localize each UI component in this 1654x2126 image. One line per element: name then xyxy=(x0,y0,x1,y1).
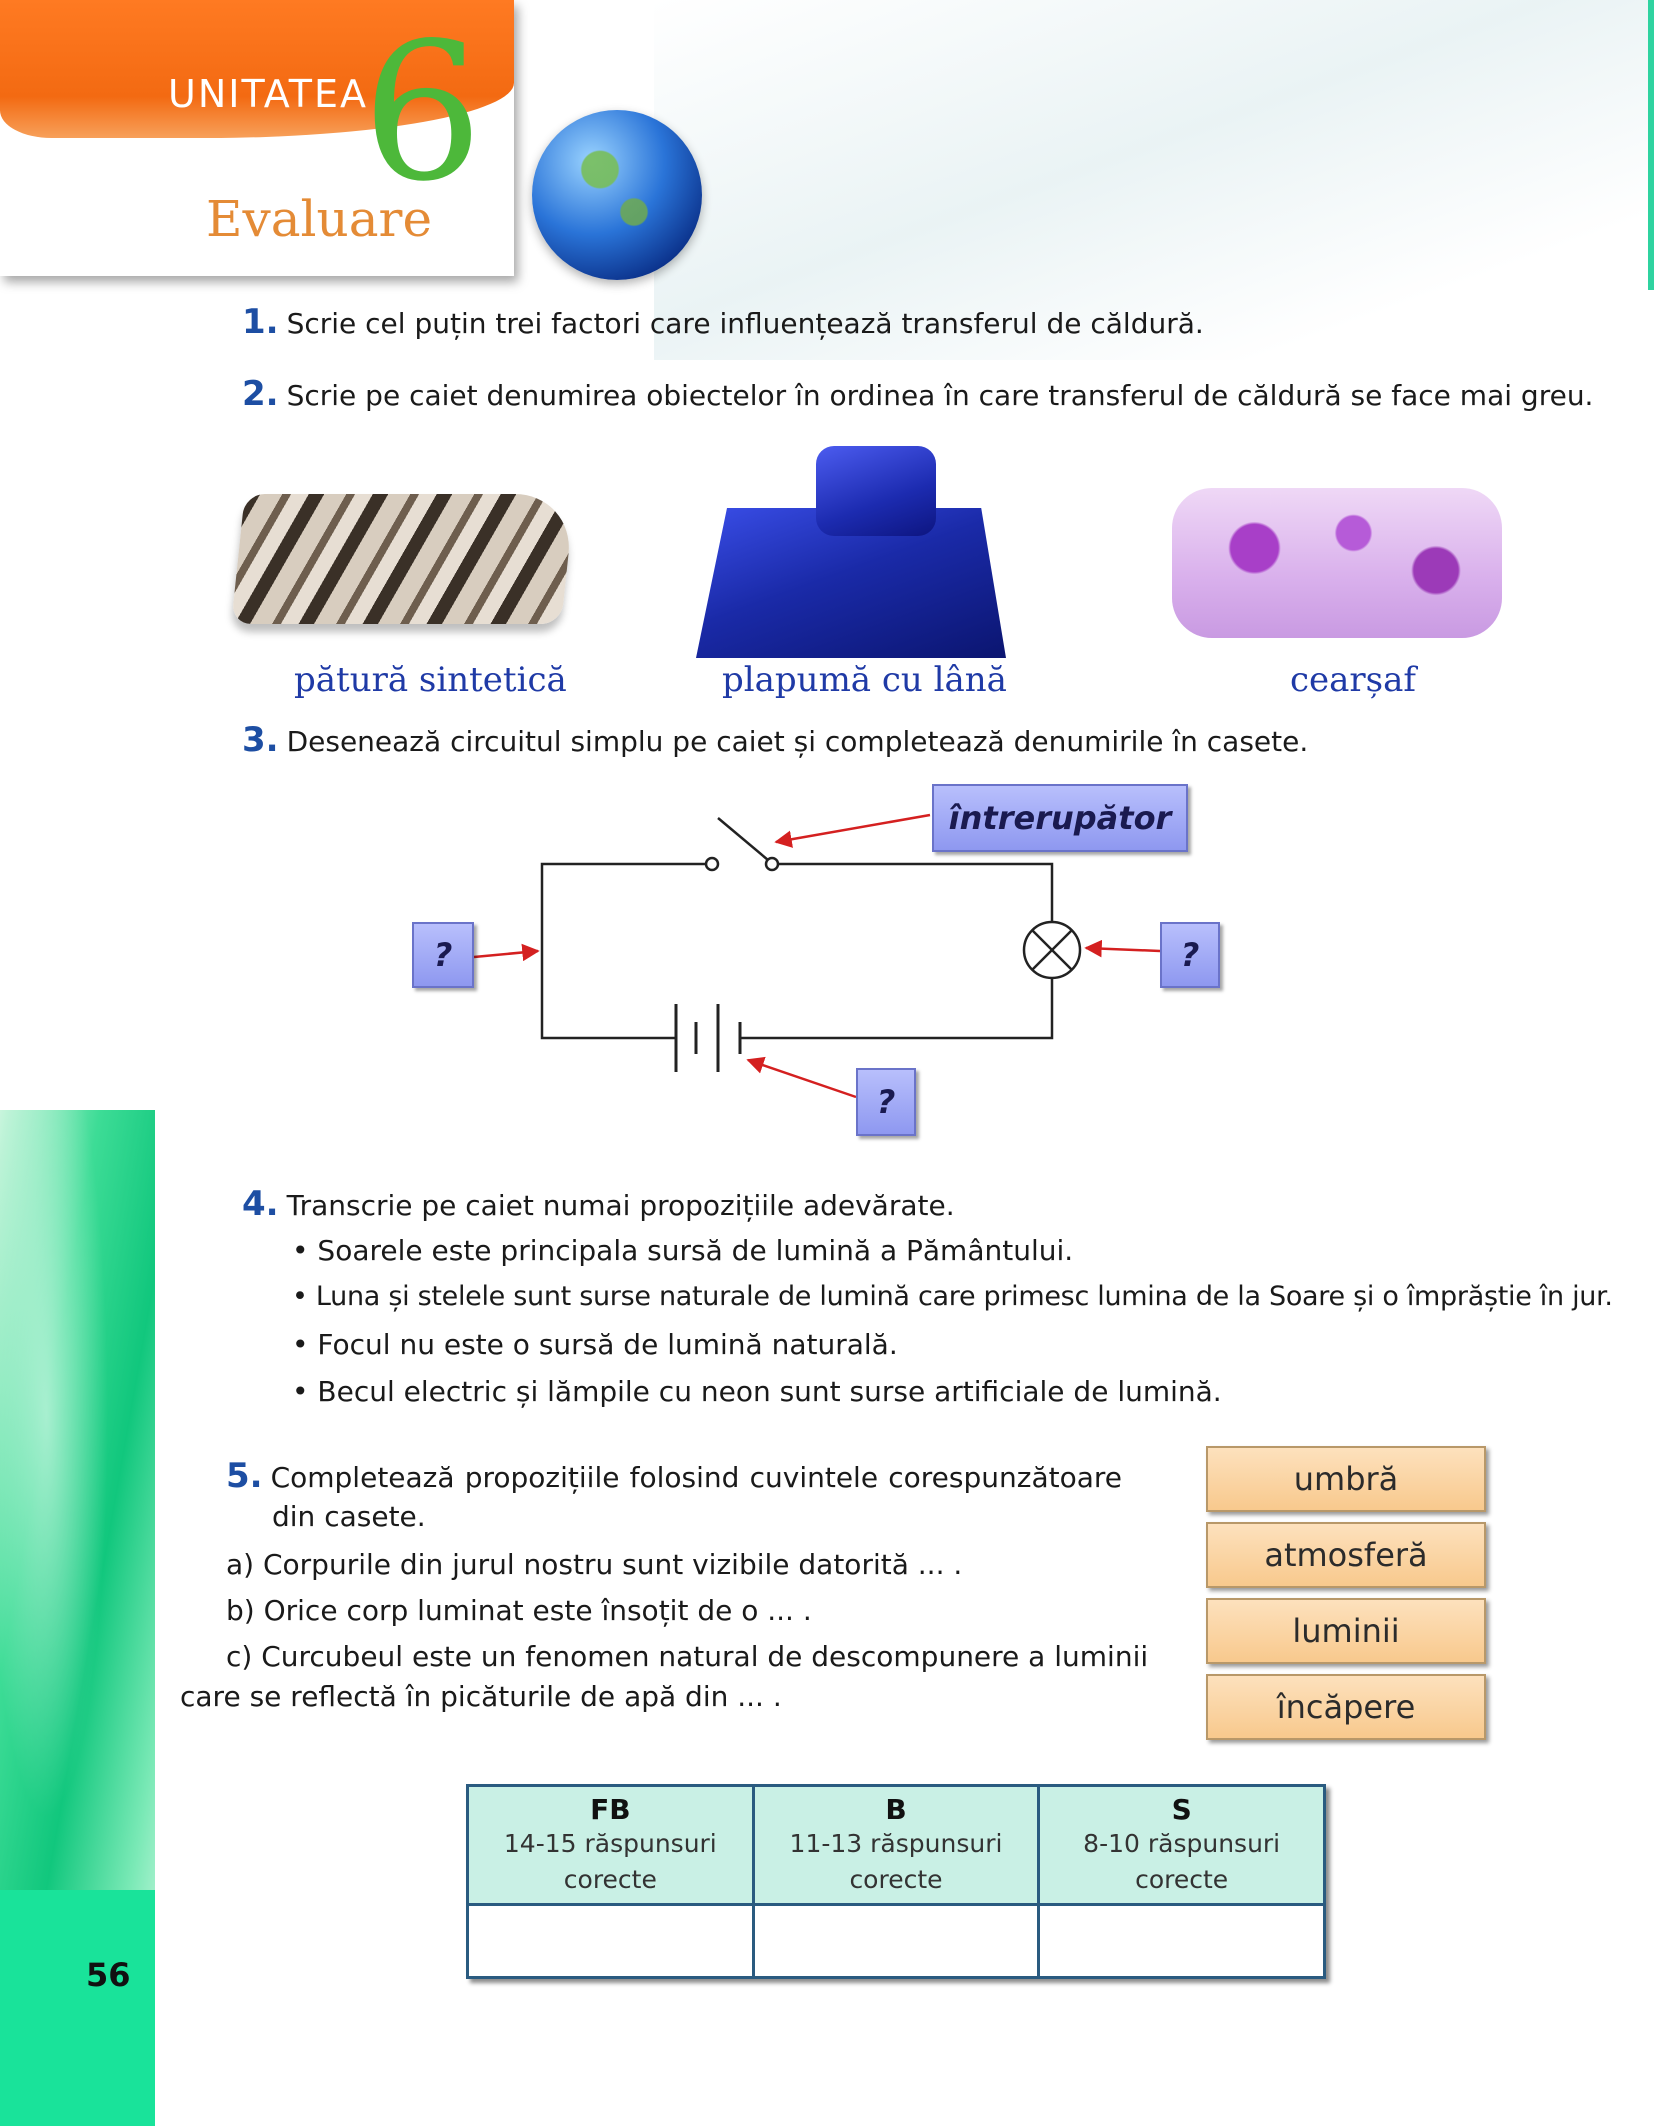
circuit-wire-left xyxy=(540,862,712,1040)
grade-level: FB xyxy=(590,1792,631,1826)
table-row xyxy=(466,1903,1326,1979)
word-box: încăpere xyxy=(1206,1674,1486,1740)
list-item: • Becul electric și lămpile cu neon sunt… xyxy=(292,1375,1222,1408)
question-number: 1. xyxy=(242,302,279,342)
list-item: • Focul nu este o sursă de lumină natura… xyxy=(292,1328,898,1361)
question-text: Scrie pe caiet denumirea obiectelor în o… xyxy=(286,379,1594,412)
question-text: Scrie cel puțin trei factori care influe… xyxy=(286,307,1204,340)
sentence-a: a) Corpurile din jurul nostru sunt vizib… xyxy=(226,1548,963,1581)
question-5-text-cont: din casete. xyxy=(272,1500,426,1533)
switch-contact-right xyxy=(764,856,780,872)
label-unknown-bottom: ? xyxy=(856,1068,916,1136)
grade-range-suffix: corecte xyxy=(849,1864,943,1894)
table-row: FB 14-15 răspunsuri corecte B 11-13 răsp… xyxy=(466,1784,1326,1906)
grade-input-cell[interactable] xyxy=(1037,1903,1326,1979)
question-4: 4.Transcrie pe caiet numai propozițiile … xyxy=(242,1184,955,1224)
question-2: 2.Scrie pe caiet denumirea obiectelor în… xyxy=(242,374,1593,414)
grading-table: FB 14-15 răspunsuri corecte B 11-13 răsp… xyxy=(466,1784,1326,1979)
sentence-c-cont: care se reflectă în picăturile de apă di… xyxy=(180,1680,782,1713)
header-orange-band xyxy=(0,0,514,138)
question-number: 2. xyxy=(242,374,279,414)
grade-level: S xyxy=(1171,1792,1192,1826)
switch-lever xyxy=(717,817,769,861)
grade-range-suffix: corecte xyxy=(1135,1864,1229,1894)
list-item: • Soarele este principala sursă de lumin… xyxy=(292,1234,1074,1267)
caption-bedsheet: cearșaf xyxy=(1290,660,1416,700)
section-title: Evaluare xyxy=(206,190,433,248)
question-text: Completează propozițiile folosind cuvint… xyxy=(270,1461,1122,1494)
synthetic-blanket-image xyxy=(231,494,575,624)
grade-cell-s: S 8-10 răspunsuri corecte xyxy=(1037,1784,1326,1906)
caption-synthetic-blanket: pătură sintetică xyxy=(294,660,567,700)
label-unknown-right: ? xyxy=(1160,922,1220,988)
grade-input-cell[interactable] xyxy=(751,1903,1041,1979)
word-box: atmosferă xyxy=(1206,1522,1486,1588)
switch-contact-left xyxy=(704,856,720,872)
caption-wool-duvet: plapumă cu lână xyxy=(722,660,1007,700)
grade-range-suffix: corecte xyxy=(563,1864,657,1894)
arrow-to-wire xyxy=(473,943,540,962)
label-unknown-left: ? xyxy=(412,922,474,988)
sentence-c: c) Curcubeul este un fenomen natural de … xyxy=(226,1640,1149,1673)
unit-label: UNITATEA xyxy=(168,72,368,116)
bedsheet-image xyxy=(1172,488,1502,638)
question-number: 5. xyxy=(226,1456,263,1496)
label-switch: întrerupător xyxy=(932,784,1188,852)
grade-cell-b: B 11-13 răspunsuri corecte xyxy=(751,1784,1041,1906)
grade-range: 11-13 răspunsuri xyxy=(789,1828,1003,1858)
arrow-to-battery xyxy=(746,1056,857,1099)
green-corner-block xyxy=(0,1890,155,2126)
question-number: 3. xyxy=(242,720,279,760)
arrow-to-switch xyxy=(774,813,931,848)
question-3: 3.Desenează circuitul simplu pe caiet și… xyxy=(242,720,1308,760)
circuit-wire-right xyxy=(772,862,1054,926)
question-text: Transcrie pe caiet numai propozițiile ad… xyxy=(286,1189,955,1222)
circuit-wire-bottom xyxy=(740,974,1054,1040)
grade-range: 14-15 răspunsuri xyxy=(503,1828,717,1858)
question-5: 5.Completează propozițiile folosind cuvi… xyxy=(226,1456,1122,1496)
word-box: luminii xyxy=(1206,1598,1486,1664)
arrow-to-bulb xyxy=(1084,939,1161,958)
circuit-diagram xyxy=(473,813,1161,1099)
globe-icon xyxy=(532,110,702,280)
question-1: 1.Scrie cel puțin trei factori care infl… xyxy=(242,302,1204,342)
grade-cell-fb: FB 14-15 răspunsuri corecte xyxy=(466,1784,755,1906)
sentence-b: b) Orice corp luminat este însoțit de o … xyxy=(226,1594,812,1627)
grade-input-cell[interactable] xyxy=(466,1903,755,1979)
unit-number: 6 xyxy=(362,2,483,223)
grade-level: B xyxy=(885,1792,907,1826)
unit-header: UNITATEA 6 Evaluare xyxy=(0,0,514,276)
background-gradient xyxy=(654,0,1654,360)
pillow-image xyxy=(816,446,936,536)
page-number: 56 xyxy=(86,1956,131,1994)
green-edge-stripe xyxy=(1648,0,1654,290)
grade-range: 8-10 răspunsuri xyxy=(1083,1828,1281,1858)
word-box: umbră xyxy=(1206,1446,1486,1512)
question-text: Desenează circuitul simplu pe caiet și c… xyxy=(286,725,1309,758)
question-number: 4. xyxy=(242,1184,279,1224)
list-item: • Luna și stelele sunt surse naturale de… xyxy=(292,1281,1613,1312)
